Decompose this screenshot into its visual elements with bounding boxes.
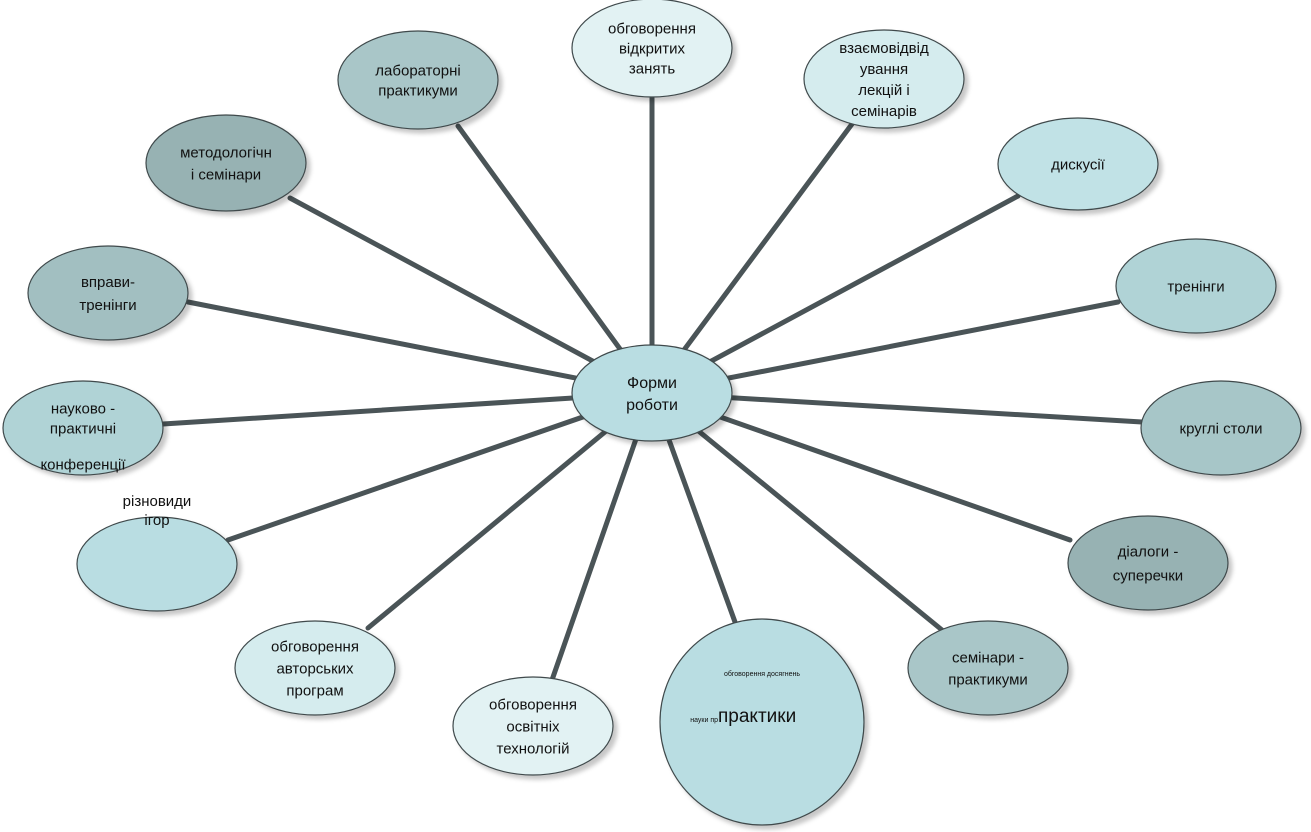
connector-vzaiemovidviduvannia <box>649 121 855 396</box>
node-obhovorennia-osvitnikh-tekhnolohii: обговорення освітніх технологій <box>452 676 614 776</box>
node-label-line: практикуми <box>948 671 1028 688</box>
node-shape <box>234 620 396 716</box>
connector-vpravy-treninhy <box>185 299 655 396</box>
node-dyskusii: дискусії <box>997 117 1159 211</box>
node-label-line: програм <box>286 682 343 699</box>
node-label-line: семінарів <box>851 103 917 120</box>
node-label-line: конференції <box>40 456 126 473</box>
node-label-line: ування <box>860 61 908 78</box>
node-label-line: тренінги <box>1167 278 1224 295</box>
center-node-label-line: роботи <box>626 397 678 414</box>
node-shape <box>1140 380 1302 476</box>
node-shape <box>997 117 1159 211</box>
node-shape <box>145 114 307 212</box>
node-label-line: обговорення <box>489 696 577 713</box>
node-shape <box>2 380 164 476</box>
node-label-line: занять <box>629 60 675 77</box>
node-label-line: науки пр <box>690 717 718 724</box>
node-label-line: практики <box>718 706 796 727</box>
node-label-line: обговорення <box>608 20 696 37</box>
node-shape <box>659 618 865 826</box>
node-obhovorennia-vidkrytykh-zaniat: обговорення відкритих занять <box>571 0 733 98</box>
connector-kruhli-stoly <box>649 390 1145 425</box>
node-label-line: тренінги <box>79 297 136 314</box>
node-label-line: ігор <box>144 512 169 529</box>
connector-riznovydy-ihor <box>225 390 655 543</box>
center-node: Форми роботи <box>571 344 733 442</box>
connector-naukovo-praktychni-konferentsii <box>160 390 655 427</box>
node-shape <box>1115 238 1277 334</box>
node-label-line: науково - <box>51 400 115 417</box>
node-label-line: освітніх <box>506 718 560 735</box>
node-label-line: обговорення досягнень <box>724 670 800 678</box>
node-label-line: відкритих <box>619 40 686 57</box>
node-label-line: практикуми <box>378 82 458 99</box>
node-shape <box>571 0 733 98</box>
node-laboratorni-praktykumy: лабораторні практикуми <box>337 30 499 130</box>
node-label-line: взаємовідвід <box>839 40 929 57</box>
node-label-line: і семінари <box>191 166 261 183</box>
node-label-line: дискусії <box>1051 156 1106 173</box>
connector-dyskusii <box>649 193 1021 396</box>
node-kruhli-stoly: круглі столи <box>1140 380 1302 476</box>
node-seminary-praktykumy: семінари - практикуми <box>907 620 1069 716</box>
connector-treninhy <box>649 299 1121 396</box>
node-label-line: лабораторні <box>375 62 460 79</box>
node-label-line: вправи- <box>81 274 135 291</box>
node-shape <box>337 30 499 130</box>
node-shape <box>452 676 614 776</box>
center-node-shape <box>571 344 733 442</box>
node-label-line: суперечки <box>1113 567 1183 584</box>
node-label-line: різновиди <box>123 493 192 510</box>
node-label-line: практичні <box>50 420 116 437</box>
node-metodolohichni-seminary: методологічн і семінари <box>145 114 307 212</box>
node-obhovorennia-avtorskykh-prohram: обговорення авторських програм <box>234 620 396 716</box>
node-treninhy: тренінги <box>1115 238 1277 334</box>
connector-metodolohichni-seminary <box>287 195 655 396</box>
node-shape <box>803 29 965 129</box>
node-shape <box>76 516 238 612</box>
node-dialohy-superechky: діалоги - суперечки <box>1067 515 1229 611</box>
node-label-line: семінари - <box>952 649 1024 666</box>
node-label-line: діалоги - <box>1118 543 1179 560</box>
node-label-line: обговорення <box>271 638 359 655</box>
node-shape <box>1067 515 1229 611</box>
node-shape <box>907 620 1069 716</box>
node-label-line: методологічн <box>180 144 272 161</box>
connector-obhovorennia-osvitnikh-tekhnolohii <box>549 390 655 683</box>
node-shape <box>27 245 189 341</box>
connector-seminary-praktykumy <box>649 390 945 633</box>
node-label-line: технологій <box>497 740 570 757</box>
node-label-line: круглі столи <box>1180 420 1263 437</box>
node-vzaiemovidviduvannia: взаємовідвід ування лекцій і семінарів <box>803 29 965 129</box>
node-naukovo-praktychni-konferentsii: науково - практичні конференції <box>2 380 164 476</box>
center-node-label-line: Форми <box>627 375 677 392</box>
node-vpravy-treninhy: вправи-тренінги <box>27 245 189 341</box>
node-riznovydy-ihor: різновиди ігор <box>76 493 238 612</box>
node-label-line: авторських <box>276 660 354 677</box>
node-label-line: лекцій і <box>858 82 909 99</box>
